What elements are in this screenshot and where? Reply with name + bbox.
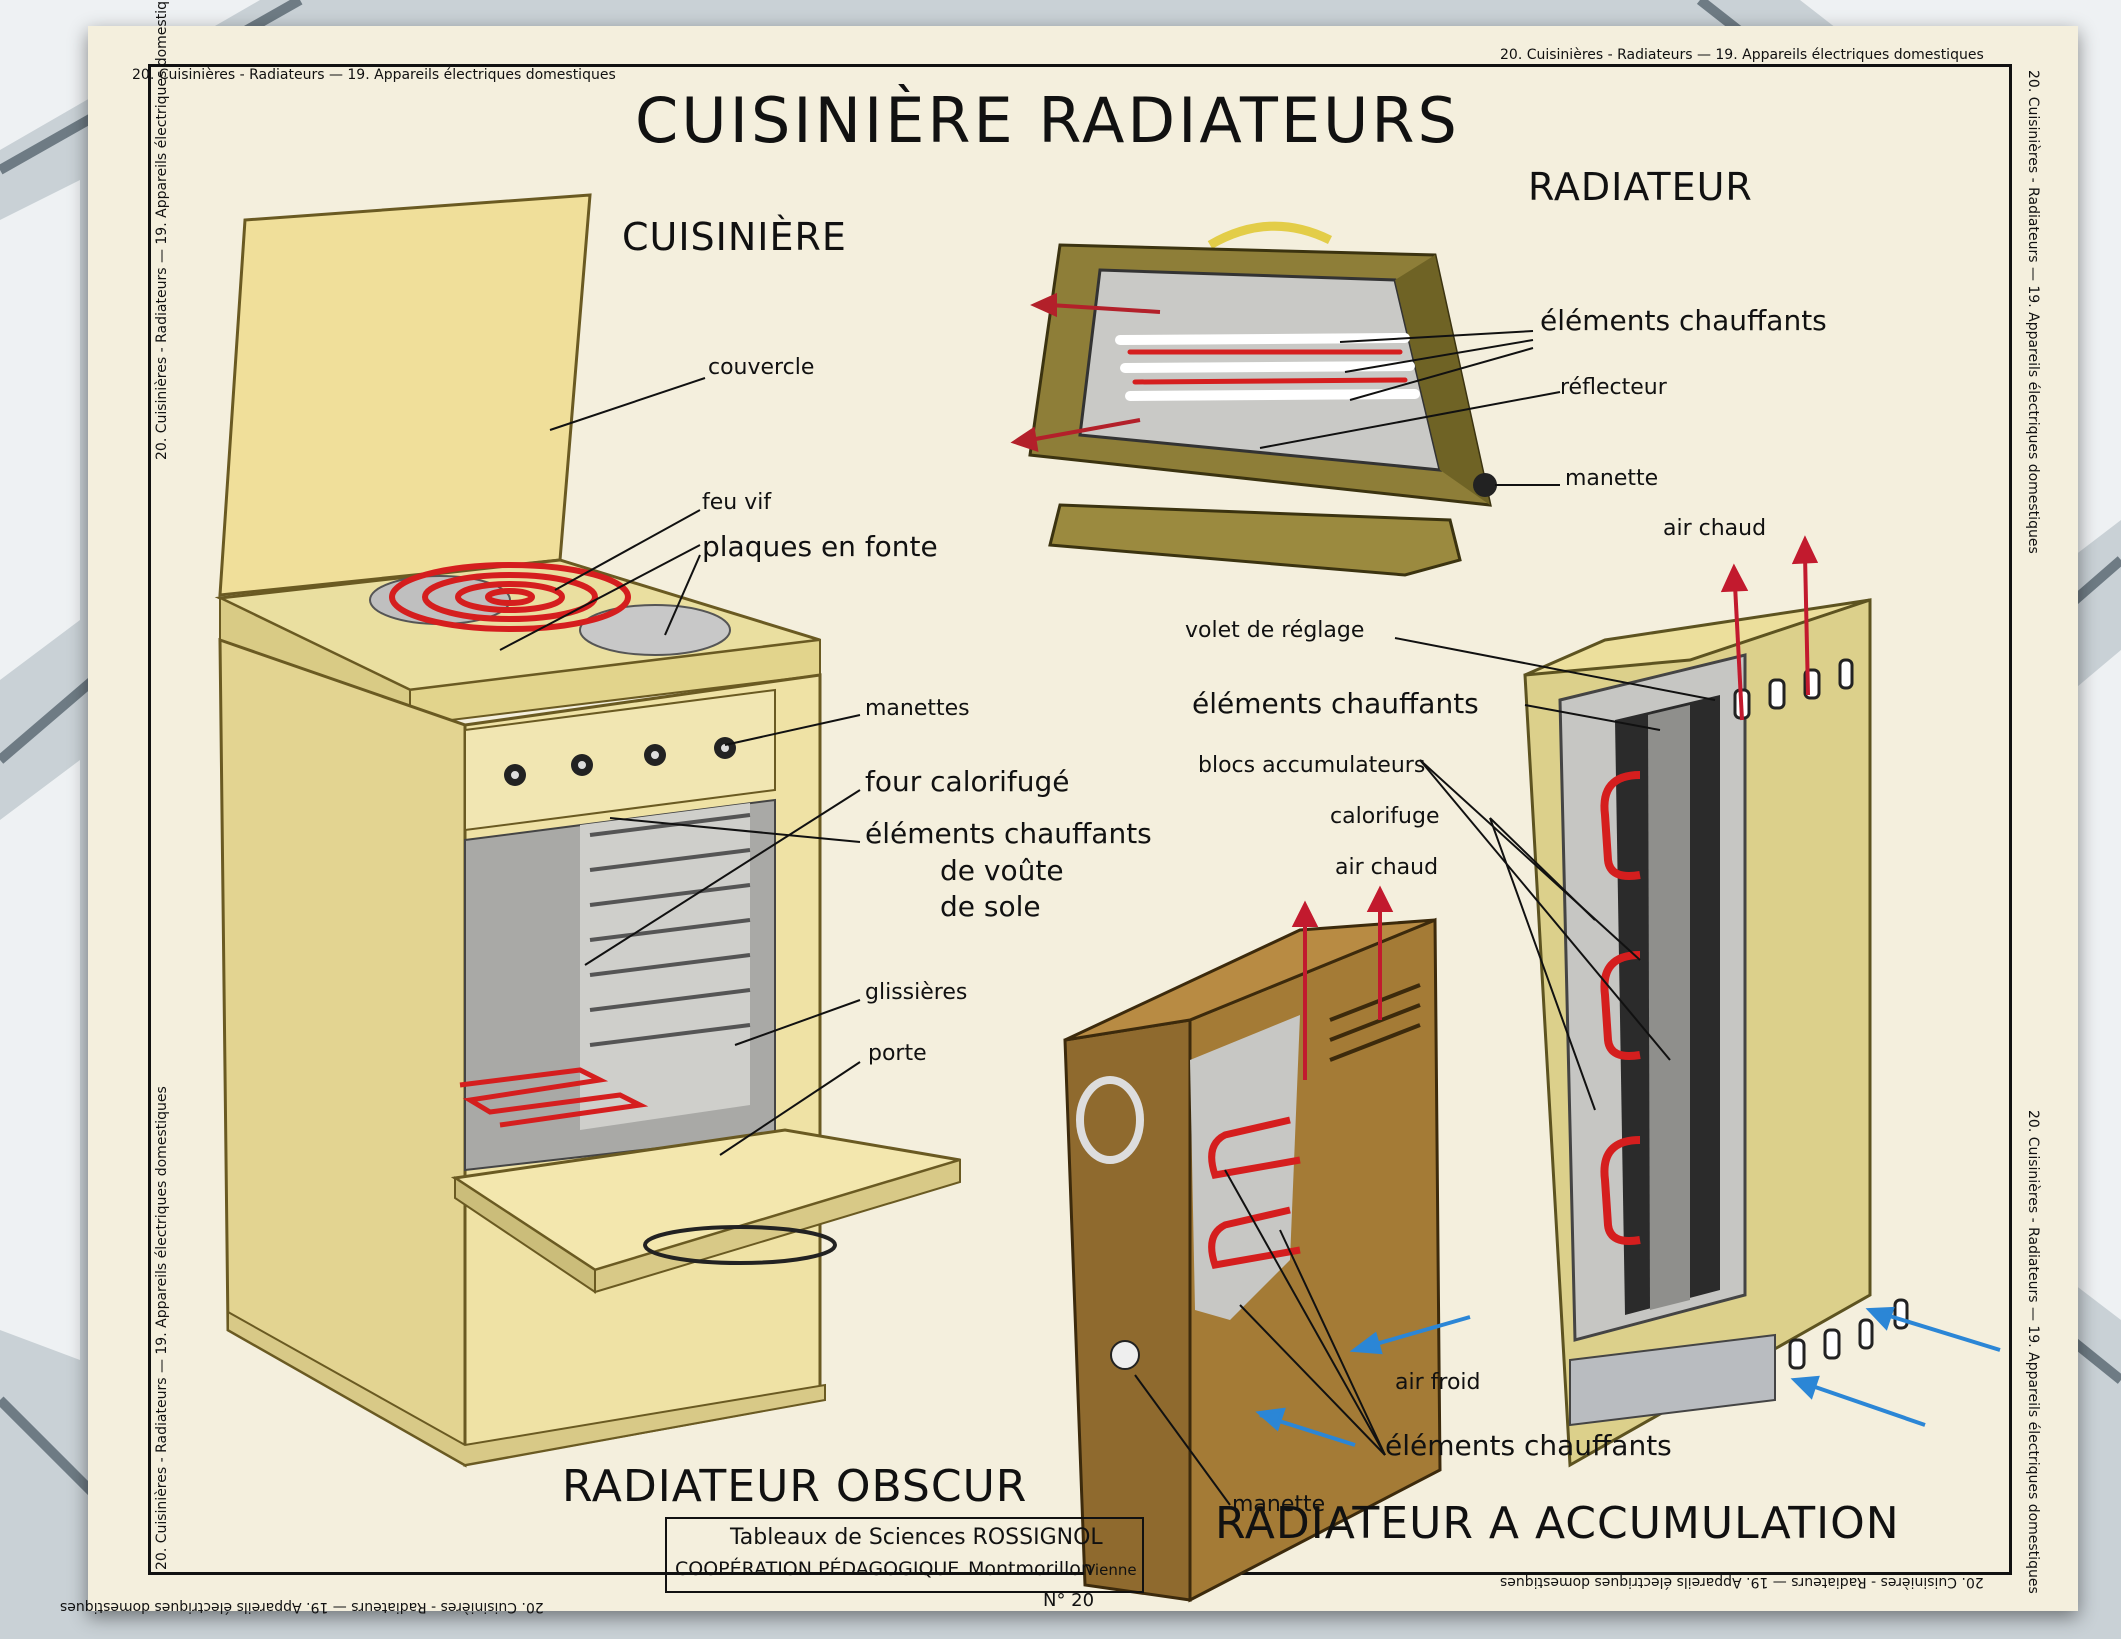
- poster-title: CUISINIÈRE RADIATEURS: [635, 84, 1460, 157]
- label-elements-cooker: éléments chauffants: [865, 817, 1152, 850]
- label-volet: volet de réglage: [1185, 618, 1365, 643]
- label-sole: de sole: [940, 890, 1041, 923]
- radiant-heater-illustration: [1010, 221, 1497, 577]
- label-voute: de voûte: [940, 854, 1064, 887]
- label-air-chaud-storage: air chaud: [1663, 516, 1767, 541]
- edge-caption-right-top: 20. Cuisinières - Radiateurs — 19. Appar…: [2025, 70, 2041, 554]
- label-couvercle: couvercle: [708, 355, 815, 380]
- dark-heater-heading: RADIATEUR OBSCUR: [562, 1461, 1028, 1512]
- edge-caption-bottom-right: 20. Cuisinières - Radiateurs — 19. Appar…: [1500, 1574, 1984, 1590]
- publisher-town: Montmorillon: [968, 1558, 1093, 1580]
- publisher-region: Vienne: [1085, 1561, 1137, 1579]
- label-elements-dark: éléments chauffants: [1385, 1429, 1672, 1462]
- publisher-line1: Tableaux de Sciences ROSSIGNOL: [730, 1525, 1103, 1550]
- publisher-box: [665, 1517, 1144, 1593]
- label-four: four calorifugé: [865, 765, 1070, 798]
- cooker-heading: CUISINIÈRE: [622, 215, 847, 259]
- edge-caption-left-bottom: 20. Cuisinières - Radiateurs — 19. Appar…: [154, 1086, 170, 1570]
- label-manette-heater: manette: [1565, 466, 1659, 491]
- label-calorifuge: calorifuge: [1330, 804, 1440, 829]
- label-reflecteur: réflecteur: [1560, 375, 1667, 400]
- publisher-line2: COOPÉRATION PÉDAGOGIQUE: [675, 1558, 960, 1580]
- edge-caption-right-bottom: 20. Cuisinières - Radiateurs — 19. Appar…: [2025, 1110, 2041, 1594]
- label-glissieres: glissières: [865, 980, 968, 1005]
- storage-heater-illustration: [1523, 535, 2001, 1468]
- storage-heater-heading: RADIATEUR A ACCUMULATION: [1215, 1498, 1900, 1549]
- edge-caption-top-right: 20. Cuisinières - Radiateurs — 19. Appar…: [1500, 47, 1984, 63]
- label-manette-dark: manette: [1232, 1492, 1326, 1517]
- label-elements-heater: éléments chauffants: [1540, 304, 1827, 337]
- label-elements-storage: éléments chauffants: [1192, 687, 1479, 720]
- edge-caption-left-top: 20. Cuisinières - Radiateurs — 19. Appar…: [154, 0, 170, 460]
- heater-heading: RADIATEUR: [1528, 165, 1753, 209]
- edge-caption-top-left: 20. Cuisinières - Radiateurs — 19. Appar…: [132, 67, 616, 83]
- dark-heater-illustration: [1063, 885, 1471, 1603]
- label-air-froid: air froid: [1395, 1370, 1481, 1395]
- poster-frame: [148, 64, 2012, 1575]
- label-plaques: plaques en fonte: [702, 530, 938, 563]
- edge-caption-bottom-left: 20. Cuisinières - Radiateurs — 19. Appar…: [60, 1599, 544, 1615]
- label-manettes: manettes: [865, 696, 970, 721]
- label-blocs: blocs accumulateurs: [1198, 753, 1426, 778]
- label-air-chaud-dark: air chaud: [1335, 855, 1439, 880]
- label-feu-vif: feu vif: [702, 490, 772, 515]
- poster-number: N° 20: [1043, 1590, 1095, 1611]
- cooker-illustration: [214, 193, 961, 1468]
- label-porte: porte: [868, 1041, 927, 1066]
